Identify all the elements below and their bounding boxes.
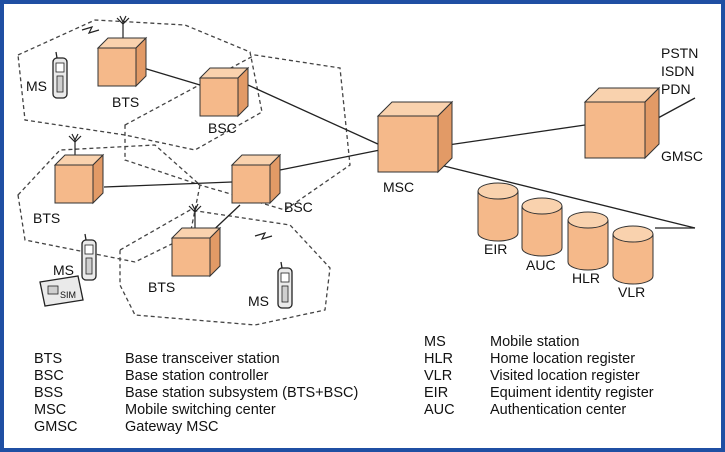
link-bts-top-bsc-top bbox=[139, 66, 201, 86]
hlr-database-icon bbox=[567, 211, 609, 271]
legend-desc: Mobile switching center bbox=[125, 402, 276, 418]
bts-low-label: BTS bbox=[148, 279, 175, 295]
bsc-top-node bbox=[199, 67, 249, 117]
gmsc-label: GMSC bbox=[661, 148, 703, 164]
antenna-icon bbox=[116, 15, 130, 41]
link-bsc-top-msc bbox=[247, 84, 381, 146]
legend-abbr: VLR bbox=[424, 368, 452, 384]
legend-abbr: GMSC bbox=[34, 419, 78, 435]
link-gmsc-networks bbox=[657, 97, 696, 119]
isdn-label: ISDN bbox=[661, 63, 694, 79]
legend-abbr: AUC bbox=[424, 402, 455, 418]
antenna-icon bbox=[68, 133, 82, 159]
legend-desc: Base station subsystem (BTS+BSC) bbox=[125, 385, 358, 401]
auc-label: AUC bbox=[526, 257, 556, 273]
msc-node bbox=[377, 101, 453, 173]
ms-mid-label: MS bbox=[53, 262, 74, 278]
bsc-mid-label: BSC bbox=[284, 199, 313, 215]
pdn-label: PDN bbox=[661, 81, 691, 97]
bsc-top-label: BSC bbox=[208, 120, 237, 136]
link-bts-mid-bsc-mid bbox=[103, 181, 233, 188]
vlr-label: VLR bbox=[618, 284, 645, 300]
legend-abbr: BSC bbox=[34, 368, 64, 384]
legend-desc: Home location register bbox=[490, 351, 635, 367]
vlr-database-icon bbox=[612, 225, 654, 285]
legend-desc: Equiment identity register bbox=[490, 385, 654, 401]
legend-abbr: EIR bbox=[424, 385, 448, 401]
legend-desc: Base station controller bbox=[125, 368, 269, 384]
legend-abbr: MSC bbox=[34, 402, 66, 418]
bts-low-node bbox=[171, 227, 221, 277]
legend-abbr: HLR bbox=[424, 351, 453, 367]
legend-left: BTS Base transceiver station BSC Base st… bbox=[34, 351, 358, 435]
auc-database-icon bbox=[521, 197, 563, 257]
gmsc-node bbox=[584, 87, 660, 159]
ms-top-label: MS bbox=[26, 78, 47, 94]
legend-desc: Gateway MSC bbox=[125, 419, 218, 435]
mobile-phone-icon bbox=[81, 233, 97, 281]
link-bsc-mid-msc bbox=[279, 149, 381, 171]
cell-boundary-low bbox=[119, 209, 331, 326]
eir-label: EIR bbox=[484, 241, 507, 257]
bts-top-label: BTS bbox=[112, 94, 139, 110]
legend-desc: Visited location register bbox=[490, 368, 640, 384]
bts-top-node bbox=[97, 37, 147, 87]
msc-label: MSC bbox=[383, 179, 414, 195]
pstn-label: PSTN bbox=[661, 45, 698, 61]
link-msc-gmsc bbox=[447, 124, 586, 146]
sim-card-icon: SIM bbox=[39, 275, 84, 307]
eir-database-icon bbox=[477, 182, 519, 242]
mobile-phone-icon bbox=[52, 51, 68, 99]
radio-link-icon bbox=[81, 26, 100, 34]
cell-boundary-bsc-area bbox=[124, 54, 351, 211]
legend-abbr: BSS bbox=[34, 385, 63, 401]
cell-boundary-middle bbox=[17, 144, 201, 263]
ms-low-label: MS bbox=[248, 293, 269, 309]
bsc-mid-node bbox=[231, 154, 281, 204]
legend-desc: Mobile station bbox=[490, 334, 579, 350]
legend-desc: Base transceiver station bbox=[125, 351, 280, 367]
sim-label: SIM bbox=[60, 290, 76, 300]
legend-abbr: MS bbox=[424, 334, 446, 350]
link-msc-registers bbox=[439, 164, 696, 229]
bts-mid-node bbox=[54, 154, 104, 204]
hlr-label: HLR bbox=[572, 270, 600, 286]
legend-desc: Authentication center bbox=[490, 402, 626, 418]
mobile-phone-icon bbox=[277, 261, 293, 309]
bts-mid-label: BTS bbox=[33, 210, 60, 226]
legend-abbr: BTS bbox=[34, 351, 62, 367]
radio-link-icon bbox=[254, 232, 273, 240]
legend-right: MS Mobile station HLR Home location regi… bbox=[424, 334, 654, 418]
